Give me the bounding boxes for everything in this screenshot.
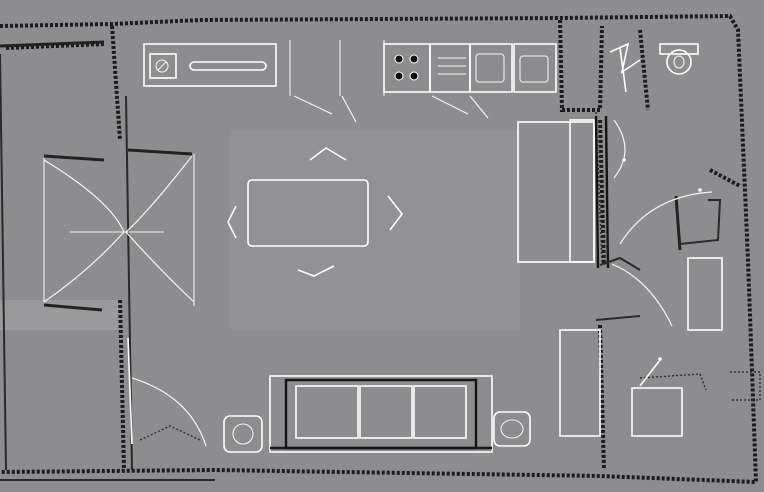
chair-right — [387, 195, 404, 231]
dishwasher-icon — [469, 43, 513, 93]
bed — [517, 115, 610, 269]
oven-icon — [149, 53, 177, 79]
bathroom-fixtures — [559, 42, 723, 437]
round-side-table-left — [223, 415, 263, 453]
washbasin-cabinet — [687, 257, 723, 331]
dining-table — [227, 147, 404, 277]
entry-door — [127, 337, 207, 447]
balcony-doors — [43, 154, 195, 306]
floor-shading — [0, 18, 764, 488]
chair-top — [309, 147, 347, 161]
fridge-icon — [513, 43, 557, 93]
chair-left — [227, 205, 237, 239]
shower-head-icon — [609, 42, 641, 74]
kitchen-sink-icon — [189, 61, 267, 71]
washing-machine-icon — [631, 387, 683, 437]
toilet-tank — [659, 43, 699, 55]
hob-icon — [394, 54, 419, 81]
round-side-table-right — [493, 411, 531, 447]
chair-bottom — [297, 265, 335, 277]
sofa — [269, 375, 493, 453]
kitchen-counter — [143, 40, 557, 123]
toilet-icon — [666, 49, 692, 75]
wardrobe — [559, 329, 601, 437]
bath-door-swing — [613, 119, 626, 179]
